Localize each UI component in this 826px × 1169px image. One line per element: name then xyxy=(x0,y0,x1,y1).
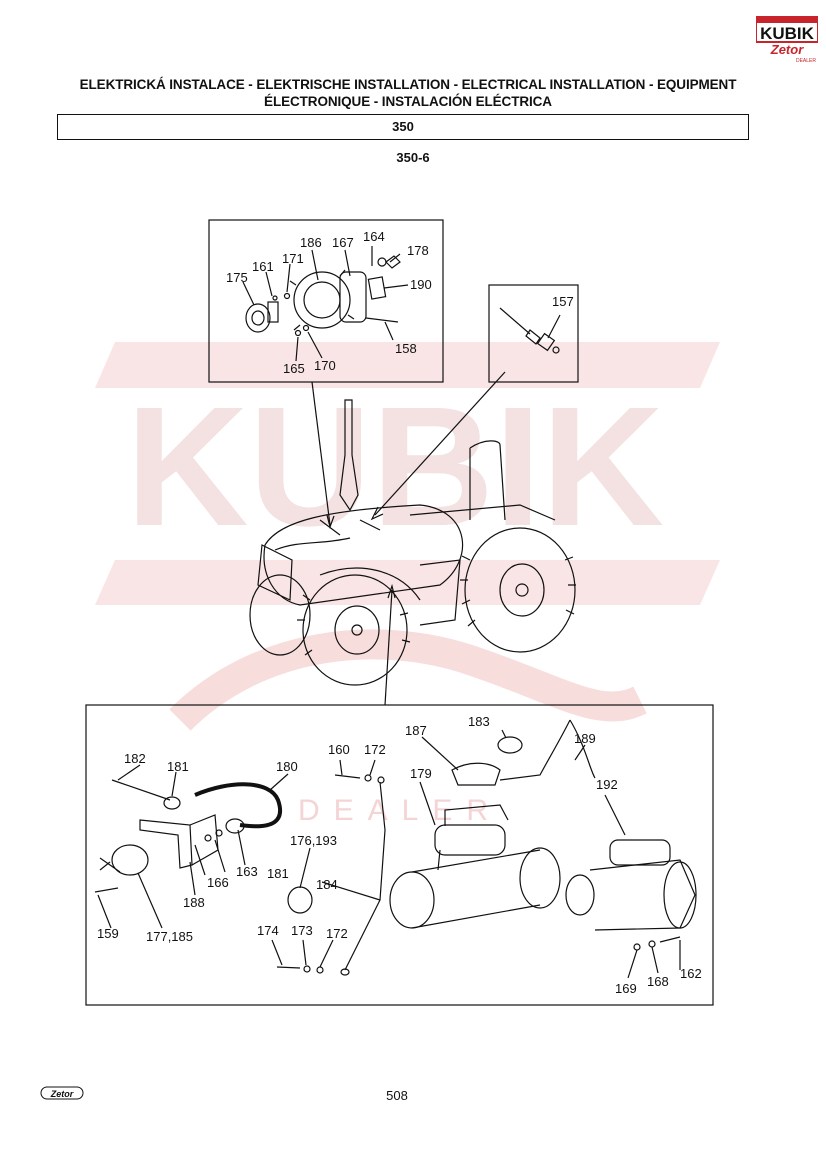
callout-172b: 172 xyxy=(326,926,348,941)
page-title: ELEKTRICKÁ INSTALACE - ELEKTRISCHE INSTA… xyxy=(40,76,776,110)
sensor-inset xyxy=(488,284,579,383)
callout-159: 159 xyxy=(97,926,119,941)
callout-168: 168 xyxy=(647,974,669,989)
kubik-logo: KUBIK Zetor DEALER xyxy=(756,16,818,64)
callout-187: 187 xyxy=(405,723,427,738)
callout-176-193: 176,193 xyxy=(290,833,337,848)
zetor-logo-text: Zetor xyxy=(770,42,804,57)
callout-161: 161 xyxy=(252,259,274,274)
alternator-callouts: 186 167 164 178 175 161 171 190 158 165 … xyxy=(226,229,432,376)
callout-186: 186 xyxy=(300,235,322,250)
callout-163: 163 xyxy=(236,864,258,879)
callout-188: 188 xyxy=(183,895,205,910)
callout-157: 157 xyxy=(552,294,574,309)
variant-label: 350-6 xyxy=(396,150,430,165)
watermark-sub: DEALER xyxy=(298,794,502,827)
callout-158: 158 xyxy=(395,341,417,356)
title-line-1: ELEKTRICKÁ INSTALACE - ELEKTRISCHE INSTA… xyxy=(79,77,737,92)
callout-192: 192 xyxy=(596,777,618,792)
callout-172: 172 xyxy=(364,742,386,757)
callout-183: 183 xyxy=(468,714,490,729)
callout-171: 171 xyxy=(282,251,304,266)
dealer-logo-text: DEALER xyxy=(796,58,816,64)
watermark-text: KUBIK xyxy=(126,372,664,562)
callout-162: 162 xyxy=(680,966,702,981)
callout-175: 175 xyxy=(226,270,248,285)
page-number: 508 xyxy=(386,1088,408,1103)
title-line-2: ÉLECTRONIQUE - INSTALACIÓN ELÉCTRICA xyxy=(264,94,552,109)
callout-181b: 181 xyxy=(267,866,289,881)
callout-173: 173 xyxy=(291,923,313,938)
callout-190: 190 xyxy=(410,277,432,292)
callout-180: 180 xyxy=(276,759,298,774)
callout-181: 181 xyxy=(167,759,189,774)
callout-164: 164 xyxy=(363,229,385,244)
model-box: 350 xyxy=(57,114,749,140)
callout-179: 179 xyxy=(410,766,432,781)
zetor-footer-logo: Zetor xyxy=(40,1086,84,1100)
callout-189: 189 xyxy=(574,731,596,746)
callout-177-185: 177,185 xyxy=(146,929,193,944)
callout-169: 169 xyxy=(615,981,637,996)
callout-165: 165 xyxy=(283,361,305,376)
starter-inset xyxy=(85,704,714,1006)
callout-170: 170 xyxy=(314,358,336,373)
callout-174: 174 xyxy=(257,923,279,938)
callout-160: 160 xyxy=(328,742,350,757)
callout-166: 166 xyxy=(207,875,229,890)
footer-logo-text: Zetor xyxy=(50,1089,74,1099)
model-label: 350 xyxy=(392,119,414,134)
callout-182: 182 xyxy=(124,751,146,766)
tractor-illustration xyxy=(249,371,576,706)
callout-184: 184 xyxy=(316,877,338,892)
alternator-inset xyxy=(208,219,444,383)
watermark: KUBIK DEALER xyxy=(95,342,720,827)
callout-178: 178 xyxy=(407,243,429,258)
lower-callouts: 182 181 180 160 172 187 183 189 179 192 … xyxy=(97,714,702,996)
callout-167: 167 xyxy=(332,235,354,250)
kubik-logo-text: KUBIK xyxy=(760,24,815,43)
